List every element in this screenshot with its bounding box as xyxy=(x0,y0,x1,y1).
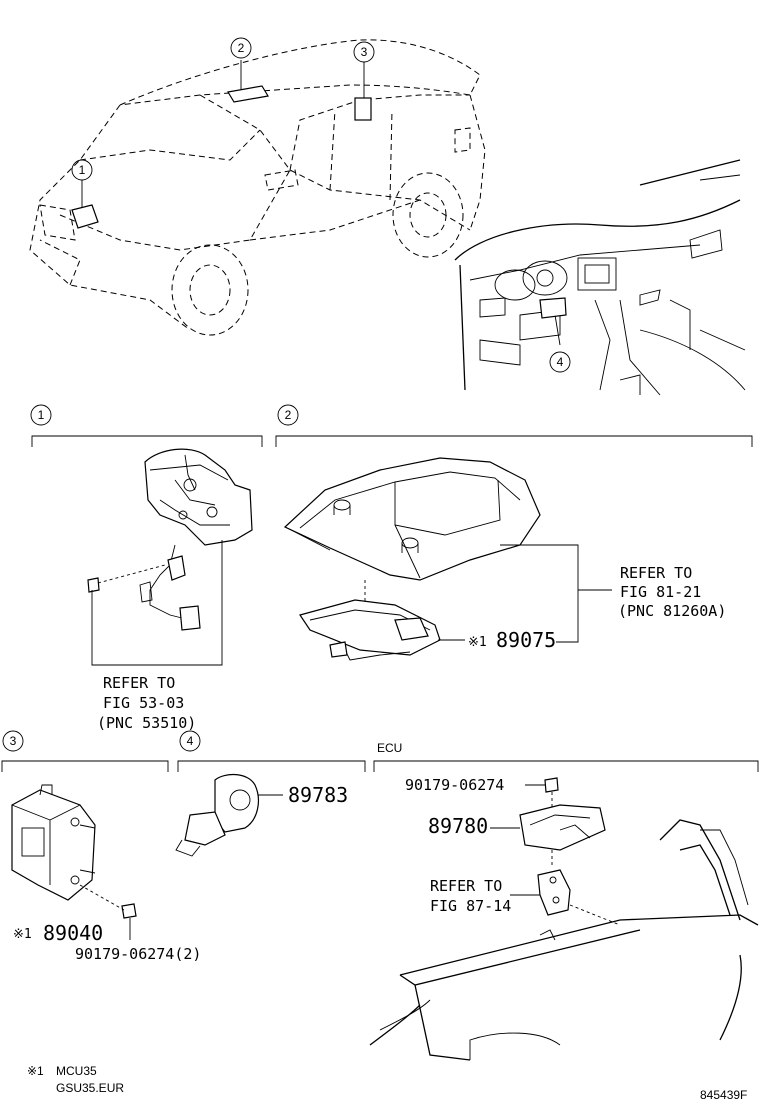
section3-mark: ※1 xyxy=(13,927,32,942)
callout-balloon-4: 4 xyxy=(549,351,571,373)
svg-text:2: 2 xyxy=(285,408,292,422)
section2-refer-line1: REFER TO xyxy=(620,564,692,582)
overview-callouts: 1 2 3 4 xyxy=(71,37,571,373)
vehicle-overview-illustration xyxy=(29,39,486,336)
section1-refer-line3: (PNC 53510) xyxy=(97,714,196,732)
ecu-bolt: 90179-06274 xyxy=(405,776,504,794)
section2-overhead-console: ※1 89075 REFER TO FIG 81-21 (PNC 81260A) xyxy=(283,457,726,661)
svg-text:4: 4 xyxy=(557,355,564,369)
svg-text:4: 4 xyxy=(187,734,194,748)
footnote-line2: GSU35.EUR xyxy=(56,1081,124,1095)
section2-part-number: 89075 xyxy=(496,628,556,652)
section-headers: 1 2 3 4 ECU xyxy=(1,404,759,772)
section2-mark: ※1 xyxy=(468,635,487,650)
section4-sensor: 89783 xyxy=(175,774,348,857)
footnote-line1: MCU35 xyxy=(56,1064,97,1078)
ecu-refer-line2: FIG 87-14 xyxy=(430,897,511,915)
section3-ecu-module: ※1 89040 90179-06274(2) xyxy=(11,784,201,963)
ecu-section-title: ECU xyxy=(377,741,402,755)
diagram-id: 845439F xyxy=(700,1088,747,1102)
callout-balloon-1: 1 xyxy=(71,159,93,181)
footnote: ※1 MCU35 GSU35.EUR xyxy=(27,1064,124,1095)
section2-refer-line3: (PNC 81260A) xyxy=(618,602,726,620)
footnote-mark: ※1 xyxy=(27,1064,44,1078)
dashboard-overview-illustration xyxy=(454,159,746,396)
svg-text:1: 1 xyxy=(38,408,45,422)
svg-text:3: 3 xyxy=(361,45,368,59)
ecu-section-assembly: 90179-06274 89780 REFER TO FIG 87-14 xyxy=(369,776,759,1061)
section4-part-number: 89783 xyxy=(288,783,348,807)
section3-part-number: 89040 xyxy=(43,921,103,945)
ecu-refer-line1: REFER TO xyxy=(430,877,502,895)
section2-refer-line2: FIG 81-21 xyxy=(620,583,701,601)
ecu-part-number: 89780 xyxy=(428,814,488,838)
section1-hood-latch: REFER TO FIG 53-03 (PNC 53510) xyxy=(87,448,253,732)
svg-text:1: 1 xyxy=(79,163,86,177)
section3-bolt: 90179-06274(2) xyxy=(75,945,201,963)
callout-balloon-3: 3 xyxy=(353,41,375,63)
callout-balloon-2: 2 xyxy=(230,37,252,59)
section1-refer-line2: FIG 53-03 xyxy=(103,694,184,712)
svg-text:2: 2 xyxy=(238,41,245,55)
svg-text:3: 3 xyxy=(10,734,17,748)
section1-refer-line1: REFER TO xyxy=(103,674,175,692)
